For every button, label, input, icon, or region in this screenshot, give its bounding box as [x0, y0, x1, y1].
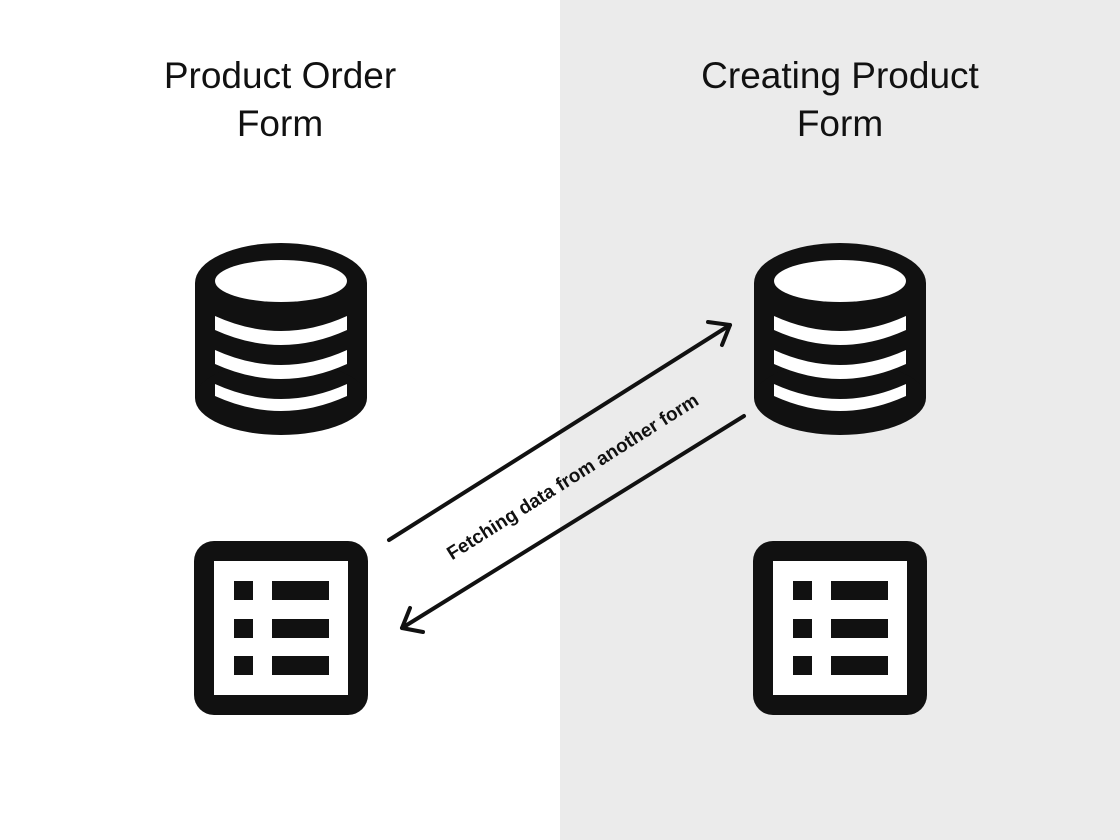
panel-title-creating-product-form: Creating Product Form [701, 55, 979, 144]
arrow-to-form [400, 414, 746, 634]
database-icon-product-order [195, 243, 367, 435]
form-list-icon-creating-product [753, 541, 927, 715]
database-icon-creating-product [754, 243, 926, 435]
connection-label: Fetching data from another form [443, 390, 702, 565]
form-list-icon-product-order [194, 541, 368, 715]
panel-title-product-order-form: Product Order Form [163, 55, 397, 144]
arrow-to-database [387, 320, 732, 542]
